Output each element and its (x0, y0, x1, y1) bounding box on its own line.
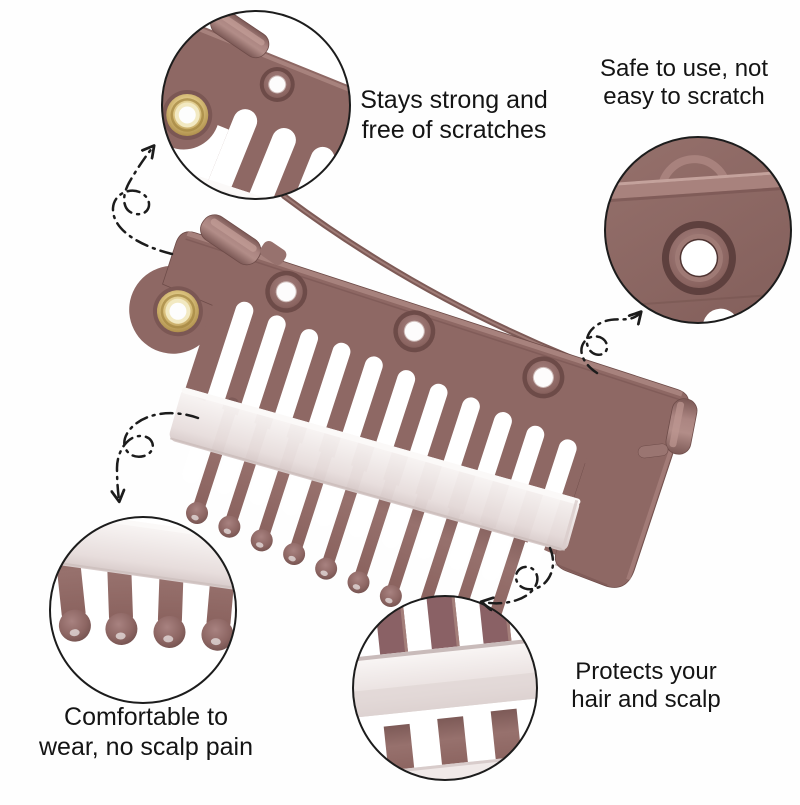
callout-bottom-right (352, 595, 538, 781)
comb-grommet-3 (522, 356, 565, 399)
callout-gold-eyelet (162, 89, 213, 140)
caption-line: Safe to use, not (599, 55, 769, 82)
caption-top-right: Safe to use, not easy to scratch (566, 55, 800, 112)
caption-line: Comfortable to (64, 703, 228, 731)
callout-circle-border (49, 516, 237, 704)
arrow-to-bottom-right-callout (483, 546, 555, 603)
callout-circle-border (352, 595, 538, 781)
comb-hinge-step (259, 241, 287, 266)
comb-product-photo (129, 214, 698, 648)
caption-line: wear, no scalp pain (38, 732, 254, 761)
caption-top-left: Stays strong and free of scratches (320, 86, 588, 145)
comb-grommet-2 (393, 310, 436, 353)
caption-line: Protects your (575, 658, 717, 685)
callout-top-right (604, 136, 792, 324)
comb-silicone-strip (169, 387, 581, 551)
callout-bottom-left (49, 516, 237, 704)
comb-latch-tab (637, 443, 669, 459)
caption-line: easy to scratch (603, 83, 765, 111)
comb-gold-eyelet (152, 286, 203, 337)
callout-circle-border (604, 136, 792, 324)
comb-grommet-1 (265, 270, 308, 313)
caption-bottom-left: Comfortable to wear, no scalp pain (16, 703, 276, 762)
comb-latch (665, 398, 698, 455)
caption-bottom-right: Protects your hair and scalp (546, 658, 746, 715)
caption-line: hair and scalp (571, 686, 721, 714)
arrow-to-top-right-callout (580, 313, 640, 375)
callout-grommet (259, 66, 295, 102)
callout-circle-border (161, 10, 351, 200)
arrow-to-bottom-left-callout (117, 411, 200, 500)
caption-line: Stays strong and (360, 86, 548, 114)
callout-band (353, 635, 537, 720)
comb-hinge (200, 214, 262, 266)
callout-grommet-hole (661, 221, 736, 296)
arrow-to-top-left-callout (111, 147, 174, 256)
caption-line: free of scratches (361, 115, 547, 144)
